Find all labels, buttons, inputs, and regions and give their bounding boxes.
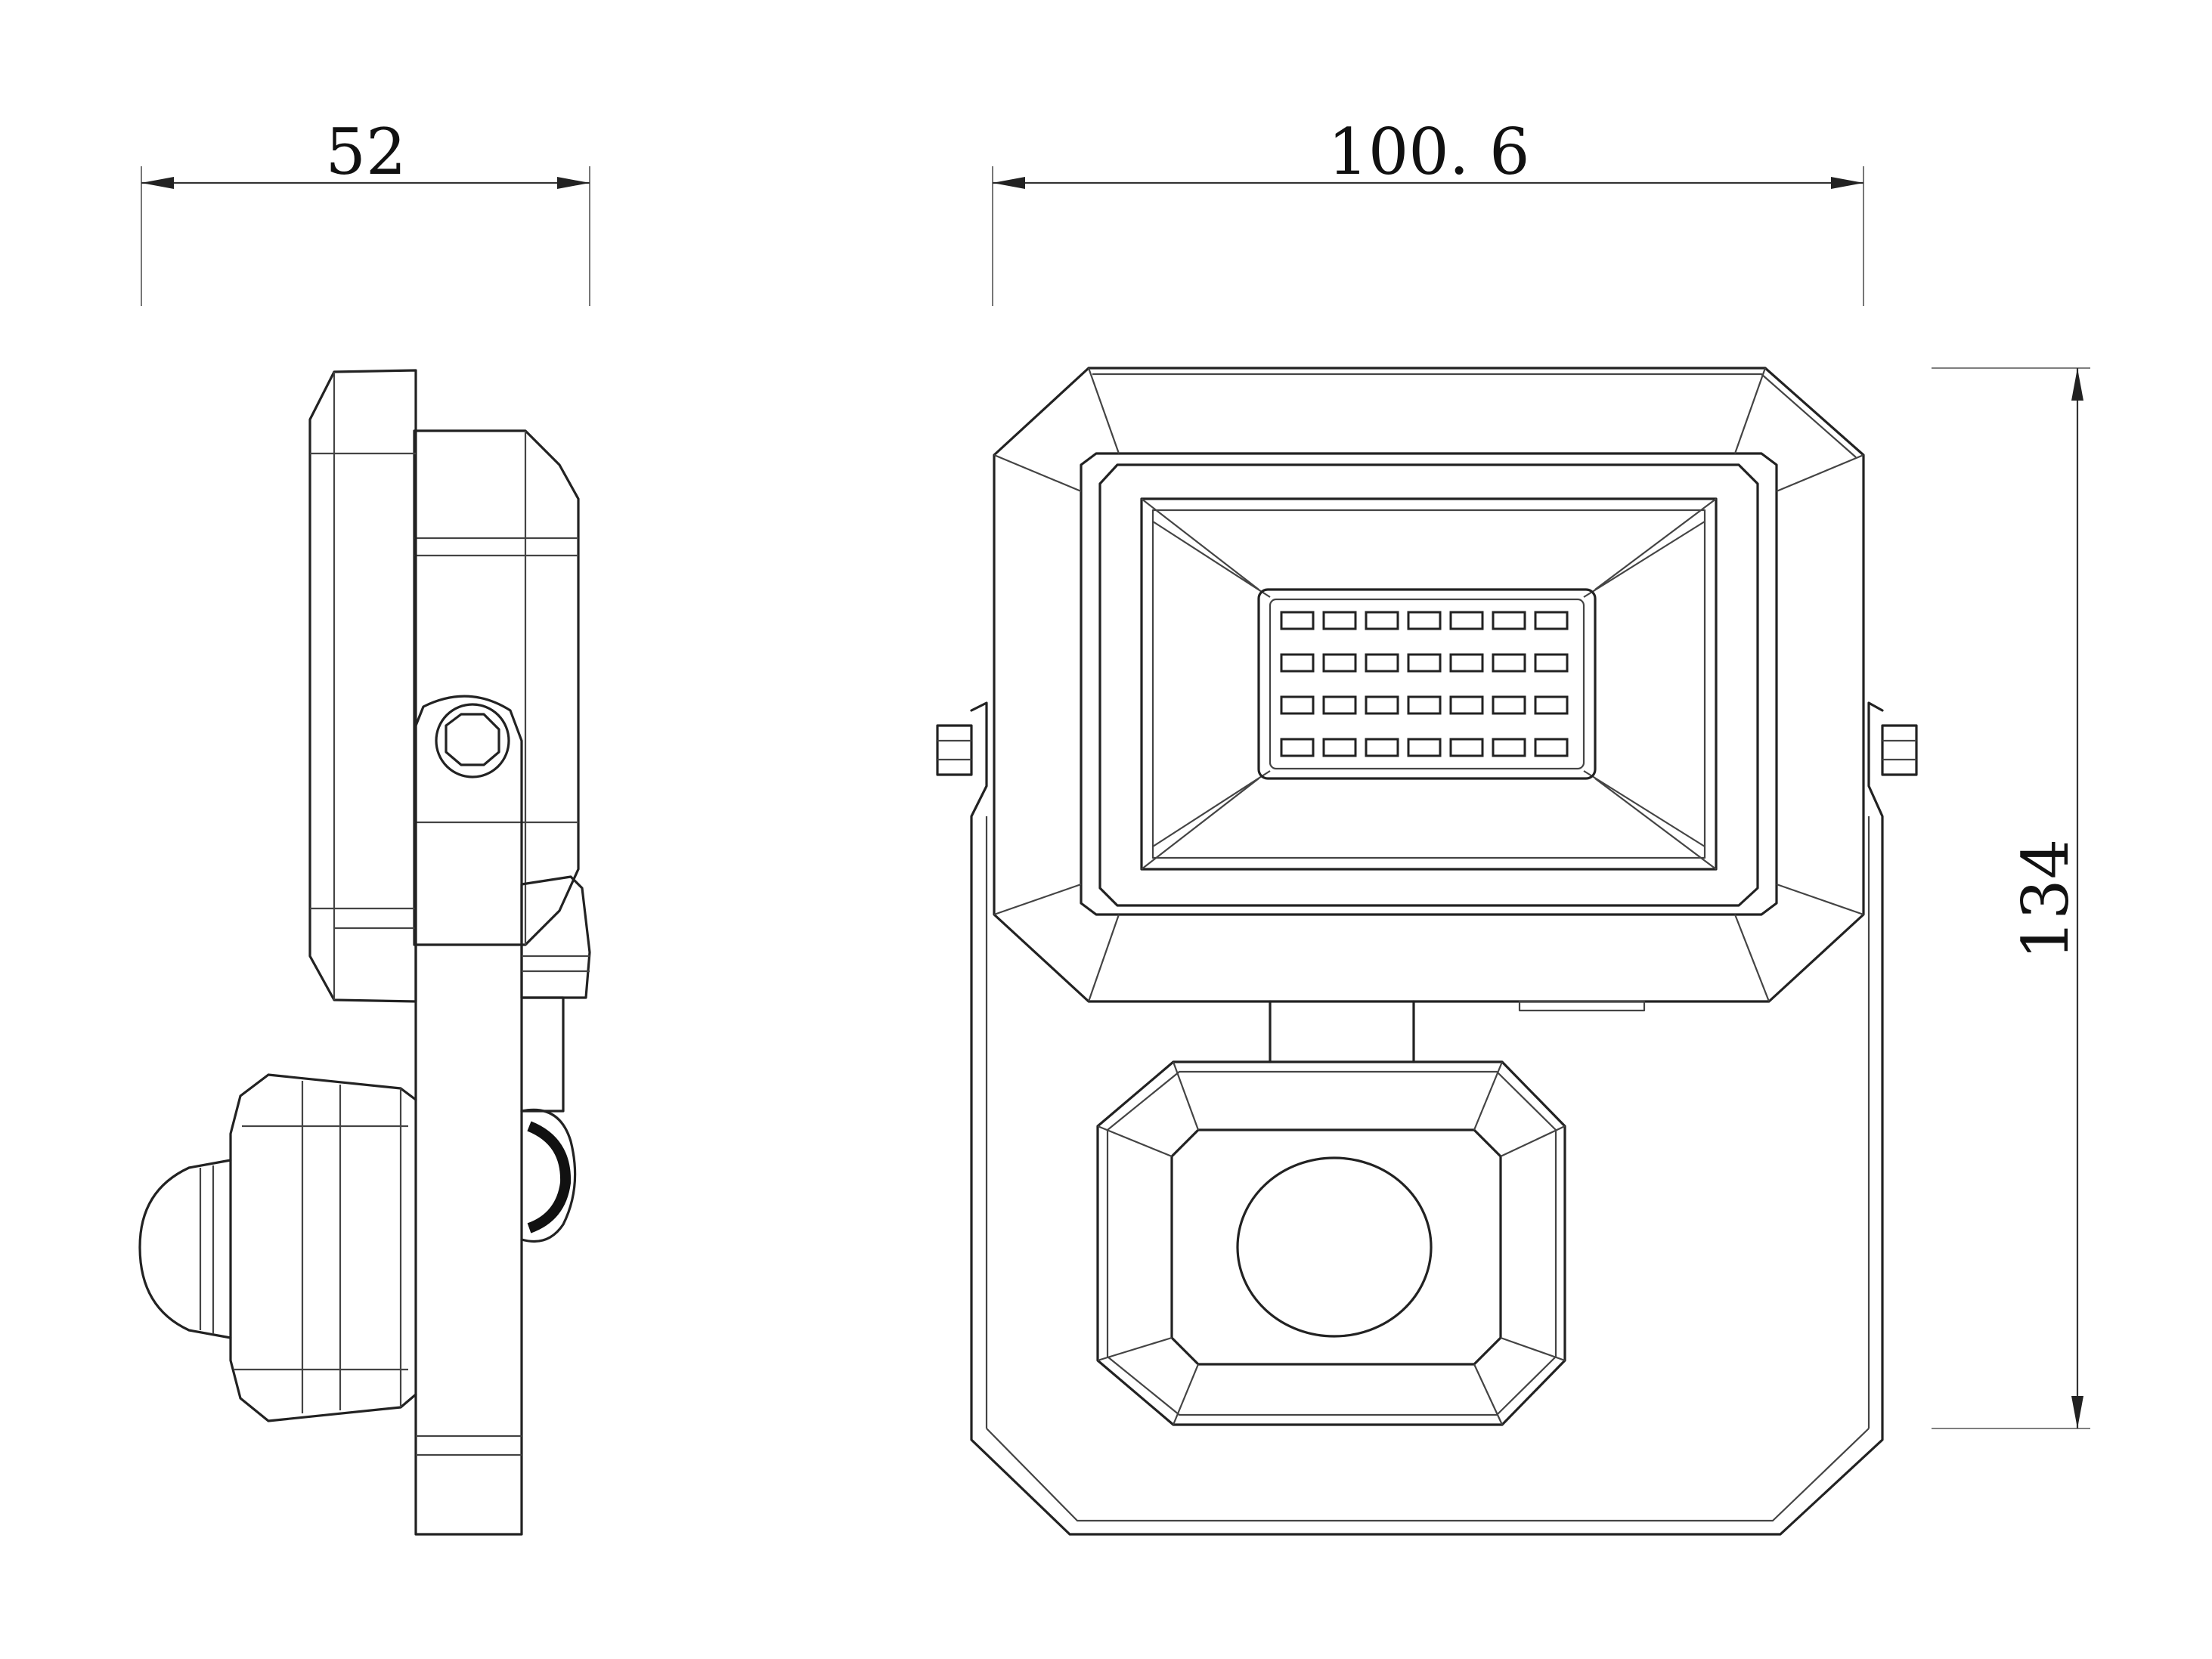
led-chip — [1280, 611, 1315, 630]
led-chip — [1534, 653, 1569, 673]
led-chip — [1407, 611, 1442, 630]
led-chip — [1365, 653, 1399, 673]
led-chip — [1407, 695, 1442, 715]
led-chip — [1449, 653, 1484, 673]
dimension-height-label: 134 — [2009, 839, 2083, 960]
pir-lens-icon — [1236, 1156, 1433, 1338]
front-mount-bracket — [970, 701, 1884, 1536]
led-chip — [1534, 738, 1569, 757]
led-chip — [1534, 695, 1569, 715]
dimension-depth: 52 — [141, 115, 590, 306]
led-chip — [1492, 695, 1526, 715]
led-chip — [1534, 611, 1569, 630]
led-chip — [1449, 611, 1484, 630]
front-sensor-neck — [1269, 1000, 1646, 1063]
dimension-height: 134 — [1932, 367, 2090, 1429]
dimension-depth-label: 52 — [326, 115, 407, 189]
front-led-board — [1257, 588, 1597, 780]
front-left-bolt — [936, 724, 973, 776]
led-chip — [1492, 738, 1526, 757]
led-chip — [1365, 695, 1399, 715]
front-reflector — [1140, 497, 1718, 871]
led-chip — [1449, 738, 1484, 757]
led-array — [1280, 611, 1569, 757]
side-pir-sensor — [138, 1073, 417, 1422]
led-chip — [1280, 653, 1315, 673]
led-chip — [1280, 695, 1315, 715]
front-lamp-head — [993, 367, 1865, 1003]
led-chip — [1365, 738, 1399, 757]
led-chip — [1492, 653, 1526, 673]
led-chip — [1449, 695, 1484, 715]
front-right-bolt — [1881, 724, 1918, 776]
front-view — [936, 367, 1918, 1536]
side-cable-gland — [520, 875, 591, 1243]
led-chip — [1365, 611, 1399, 630]
led-chip — [1322, 653, 1357, 673]
led-chip — [1492, 611, 1526, 630]
led-chip — [1322, 738, 1357, 757]
led-chip — [1322, 611, 1357, 630]
side-mount-bracket — [414, 695, 523, 1536]
dimension-width: 100. 6 — [992, 115, 1864, 306]
led-chip — [1407, 653, 1442, 673]
led-chip — [1280, 738, 1315, 757]
hex-bolt-icon — [445, 713, 500, 766]
led-chip — [1322, 695, 1357, 715]
side-lamp-housing — [413, 429, 580, 946]
dimension-width-label: 100. 6 — [1328, 115, 1529, 189]
side-front-bezel — [308, 369, 417, 1003]
front-pir-sensor — [1096, 1060, 1566, 1426]
led-chip — [1407, 738, 1442, 757]
side-view — [138, 369, 591, 1536]
